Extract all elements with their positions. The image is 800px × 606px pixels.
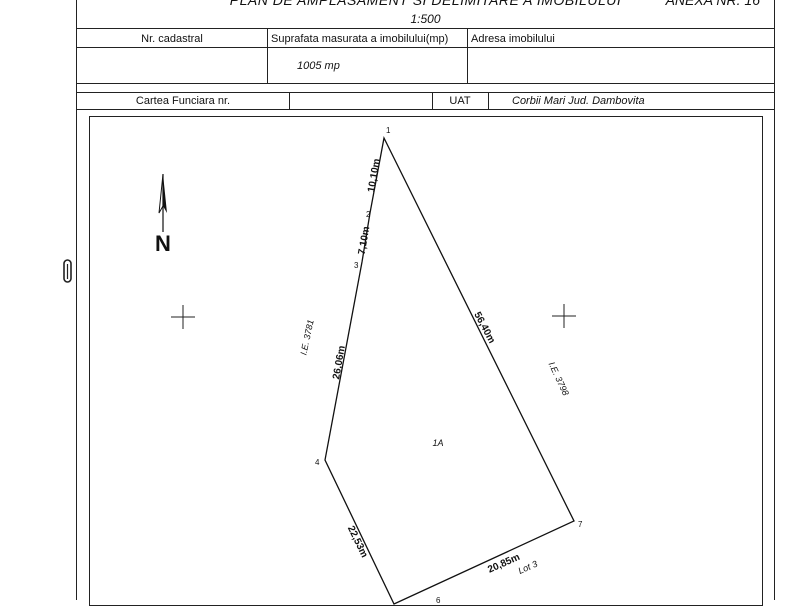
point-label: 7 xyxy=(578,520,583,529)
point-label: 6 xyxy=(436,596,441,605)
area-header: Suprafata masurata a imobilului(mp) xyxy=(271,32,449,45)
north-label: N xyxy=(155,231,171,256)
segment-length: 22,53m xyxy=(345,524,370,559)
segment-length: 7,10m xyxy=(357,226,373,256)
point-label: 4 xyxy=(315,458,320,467)
annex-number: ANEXA NR. 16 xyxy=(665,0,760,8)
segment-length: 10,10m xyxy=(366,158,383,193)
neighbor-west-label: I.E. 3781 xyxy=(298,319,315,356)
address-header: Adresa imobilului xyxy=(471,32,555,45)
document-title: PLAN DE AMPLASAMENT SI DELIMITARE A IMOB… xyxy=(229,0,622,8)
binder-clip-icon xyxy=(63,259,72,283)
area-value: 1005 mp xyxy=(297,60,340,72)
parcel-outline xyxy=(324,135,575,605)
table-header-row: Nr. cadastral Suprafata masurata a imobi… xyxy=(77,28,774,48)
table-divider xyxy=(289,93,290,109)
scale-label: 1:500 xyxy=(410,12,441,26)
point-label: 3 xyxy=(354,261,359,270)
table-divider xyxy=(488,93,489,109)
carte-funciara-label: Cartea Funciara nr. xyxy=(135,95,231,107)
parcel-label: 1A xyxy=(432,438,443,448)
neighbor-east-label: I.E. 3798 xyxy=(547,360,571,397)
cadastral-header: Nr. cadastral xyxy=(141,32,203,45)
segment-length: 26,06m xyxy=(331,345,348,380)
table-divider xyxy=(267,29,268,48)
north-arrow-icon xyxy=(158,173,167,232)
grid-cross-icon xyxy=(171,305,195,329)
table-divider xyxy=(467,48,468,84)
table-divider xyxy=(432,93,433,109)
point-label: 1 xyxy=(386,126,391,135)
table-spacer-row xyxy=(77,83,774,93)
table-divider xyxy=(267,48,268,84)
grid-cross-icon xyxy=(552,304,576,328)
table-value-row: 1005 mp xyxy=(77,47,774,84)
segment-length: 20,85m xyxy=(486,552,522,576)
document-sheet: PLAN DE AMPLASAMENT SI DELIMITARE A IMOB… xyxy=(76,0,775,606)
uat-label: UAT xyxy=(449,95,471,107)
uat-value: Corbii Mari Jud. Dambovita xyxy=(512,95,645,107)
point-label: 2 xyxy=(366,210,371,219)
table-carte-row: Cartea Funciara nr. UAT Corbii Mari Jud.… xyxy=(77,92,774,110)
table-divider xyxy=(467,29,468,48)
